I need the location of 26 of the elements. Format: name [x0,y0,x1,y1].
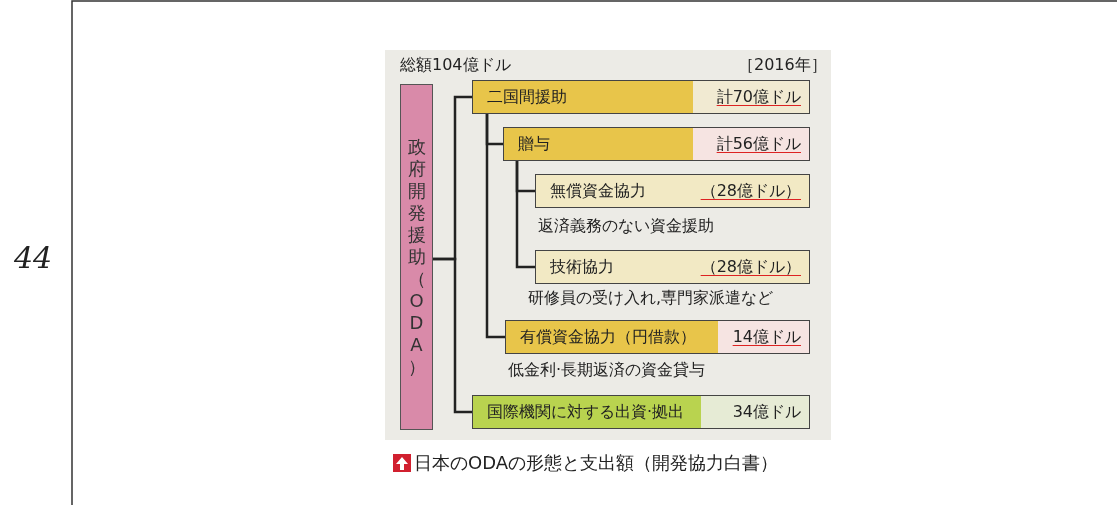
category-label: 有償資金協力（円借款） [506,321,718,353]
connector-line [485,114,505,339]
category-label: 贈与 [504,128,693,160]
amount-label: （28億ドル） [700,255,802,278]
vertical-title: 政府開発援助（ODA） [406,136,427,378]
category-label: 国際機関に対する出資·拠出 [473,396,701,428]
connector-line [433,257,472,414]
amount-label: （28億ドル） [700,179,802,202]
connector-line [515,161,535,269]
amount-label: 計56億ドル [715,132,802,155]
description-text: 低金利·長期返済の資金貸与 [508,360,706,381]
category-box [505,320,810,354]
category-box [503,127,810,161]
amount-label: 34億ドル [731,400,802,423]
description-text: 返済義務のない資金援助 [538,216,714,237]
amount-label: 14億ドル [731,325,802,348]
amount-label: 計70億ドル [715,85,802,108]
page-number: 44 [14,240,53,275]
figure-caption: 日本のODAの形態と支出額（開発協力白書） [414,451,779,475]
category-box [472,80,810,114]
category-box [472,395,810,429]
vertical-title-box [400,84,433,430]
total-heading: 総額104億ドル [400,55,511,76]
category-label: 二国間援助 [473,81,693,113]
year-label: ［2016年］ [738,55,827,76]
description-text: 研修員の受け入れ,専門家派遣など [528,288,774,309]
